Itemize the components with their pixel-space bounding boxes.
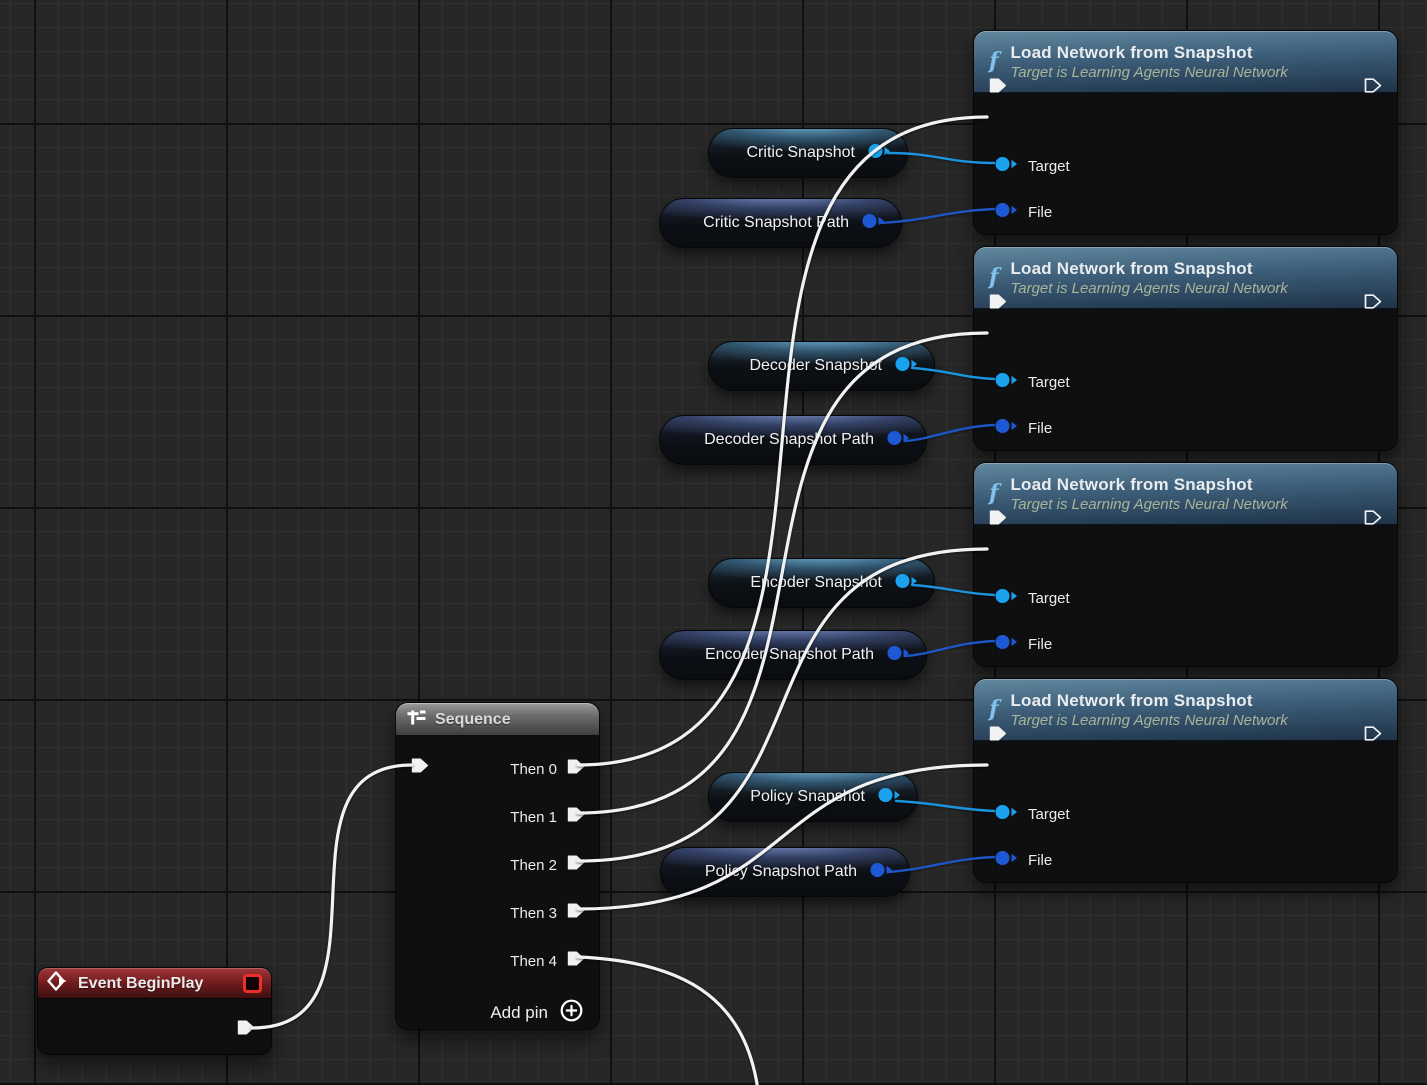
pill-label: Policy Snapshot Path [704, 863, 857, 880]
target-pin-label: Target [1028, 806, 1070, 823]
event-icon [47, 971, 69, 996]
pill-label: Critic Snapshot [746, 144, 856, 161]
then-pin-label: Then 3 [510, 904, 557, 922]
output-pin[interactable] [867, 143, 891, 164]
pill-label: Policy Snapshot [750, 788, 865, 805]
event-red-square-icon [243, 974, 262, 993]
file-pin-label: File [1028, 420, 1053, 437]
exec-output-pin[interactable] [1364, 294, 1382, 314]
exec-output-pin[interactable] [1364, 78, 1382, 98]
file-pin-label: File [1028, 636, 1053, 653]
exec-input-pin[interactable] [989, 726, 1007, 746]
node-subtitle: Target is Learning Agents Neural Network [1010, 496, 1288, 513]
target-pin-label: Target [1028, 590, 1070, 607]
then-2-pin[interactable] [567, 855, 585, 875]
pill-label: Decoder Snapshot Path [704, 431, 874, 448]
node-title: Load Network from Snapshot [1010, 475, 1253, 494]
load-network-node-critic[interactable]: f Load Network from Snapshot Target is L… [973, 30, 1398, 235]
wire-then4-offscreen [576, 955, 759, 1085]
then-4-pin[interactable] [567, 951, 585, 971]
then-pin-label: Then 2 [510, 856, 557, 874]
target-pin[interactable] [994, 372, 1018, 393]
node-title: Load Network from Snapshot [1010, 691, 1253, 710]
event-beginplay-node[interactable]: Event BeginPlay [37, 967, 272, 1055]
add-pin-label: Add pin [490, 1003, 548, 1022]
exec-output-pin[interactable] [1364, 726, 1382, 746]
variable-pill-decoder-snapshot-path[interactable]: Decoder Snapshot Path [659, 415, 927, 465]
node-header: f Load Network from Snapshot Target is L… [974, 31, 1397, 93]
exec-input-pin[interactable] [989, 510, 1007, 530]
variable-pill-decoder-snapshot[interactable]: Decoder Snapshot [708, 341, 935, 391]
variable-pill-critic-snapshot-path[interactable]: Critic Snapshot Path [659, 198, 902, 248]
node-title: Event BeginPlay [78, 974, 204, 992]
target-pin[interactable] [994, 804, 1018, 825]
then-pin-label: Then 0 [510, 760, 557, 778]
node-title: Load Network from Snapshot [1010, 259, 1253, 278]
load-network-node-decoder[interactable]: f Load Network from Snapshot Target is L… [973, 246, 1398, 451]
output-pin[interactable] [894, 356, 918, 377]
target-pin[interactable] [994, 588, 1018, 609]
function-icon: f [989, 696, 999, 722]
exec-input-pin[interactable] [989, 294, 1007, 314]
node-title: Load Network from Snapshot [1010, 43, 1253, 62]
output-pin[interactable] [877, 787, 901, 808]
node-header: f Load Network from Snapshot Target is L… [974, 463, 1397, 525]
then-3-pin[interactable] [567, 903, 585, 923]
output-pin[interactable] [886, 645, 910, 666]
node-title: Sequence [435, 710, 511, 728]
target-pin-label: Target [1028, 374, 1070, 391]
pill-label: Critic Snapshot Path [703, 214, 849, 231]
node-subtitle: Target is Learning Agents Neural Network [1010, 64, 1288, 81]
pill-label: Encoder Snapshot [750, 574, 882, 591]
output-pin[interactable] [894, 573, 918, 594]
sequence-node[interactable]: Sequence Then 0 Then 1 Then 2 Then 3 The… [395, 702, 600, 1030]
node-header: f Load Network from Snapshot Target is L… [974, 679, 1397, 741]
sequence-icon [407, 709, 426, 731]
file-pin-label: File [1028, 852, 1053, 869]
target-pin[interactable] [994, 156, 1018, 177]
load-network-node-encoder[interactable]: f Load Network from Snapshot Target is L… [973, 462, 1398, 667]
add-pin-icon [560, 999, 583, 1027]
variable-pill-encoder-snapshot[interactable]: Encoder Snapshot [708, 558, 935, 608]
function-icon: f [989, 48, 999, 74]
node-header: f Load Network from Snapshot Target is L… [974, 247, 1397, 309]
pill-label: Encoder Snapshot Path [704, 646, 874, 663]
node-header: Sequence [396, 703, 599, 736]
variable-pill-policy-snapshot-path[interactable]: Policy Snapshot Path [660, 847, 910, 897]
output-pin[interactable] [869, 862, 893, 883]
then-1-pin[interactable] [567, 807, 585, 827]
load-network-node-policy[interactable]: f Load Network from Snapshot Target is L… [973, 678, 1398, 883]
variable-pill-encoder-snapshot-path[interactable]: Encoder Snapshot Path [659, 630, 927, 680]
node-subtitle: Target is Learning Agents Neural Network [1010, 280, 1288, 297]
function-icon: f [989, 480, 999, 506]
file-pin[interactable] [994, 418, 1018, 439]
output-pin[interactable] [886, 430, 910, 451]
file-pin-label: File [1028, 204, 1053, 221]
variable-pill-critic-snapshot[interactable]: Critic Snapshot [708, 128, 908, 178]
exec-input-pin[interactable] [989, 78, 1007, 98]
file-pin[interactable] [994, 634, 1018, 655]
pill-label: Decoder Snapshot [749, 357, 882, 374]
function-icon: f [989, 264, 999, 290]
target-pin-label: Target [1028, 158, 1070, 175]
variable-pill-policy-snapshot[interactable]: Policy Snapshot [708, 772, 918, 822]
wire-beginplay-to-sequence [250, 763, 414, 1030]
exec-output-pin[interactable] [237, 1020, 255, 1040]
then-pin-label: Then 4 [510, 952, 557, 970]
node-header: Event BeginPlay [38, 968, 271, 999]
node-subtitle: Target is Learning Agents Neural Network [1010, 712, 1288, 729]
output-pin[interactable] [861, 213, 885, 234]
then-pin-label: Then 1 [510, 808, 557, 826]
exec-input-pin[interactable] [411, 758, 429, 778]
add-pin-button[interactable]: Add pin [490, 999, 583, 1027]
file-pin[interactable] [994, 850, 1018, 871]
exec-output-pin[interactable] [1364, 510, 1382, 530]
then-0-pin[interactable] [567, 759, 585, 779]
file-pin[interactable] [994, 202, 1018, 223]
